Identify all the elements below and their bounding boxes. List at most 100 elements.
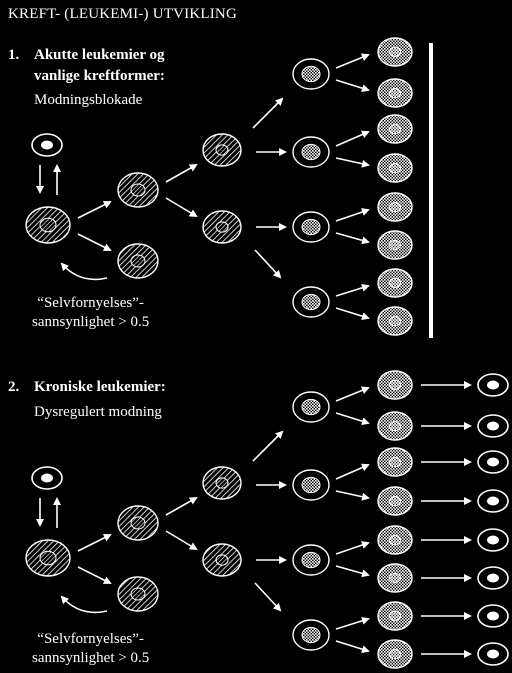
arrow-gen4-4 (335, 490, 370, 501)
panel-2-heading-line1: Kroniske leukemier: (34, 379, 166, 395)
arrow-gen1-bottom (77, 566, 112, 584)
cell-gen2-b-nucleus (215, 554, 229, 566)
arrow-gen4-5 (335, 208, 370, 222)
cell-gen4-2-nucleus (389, 420, 401, 432)
mature-cell-8-nucleus (487, 649, 499, 659)
diagram-title: KREFT- (LEUKEMI-) UTVIKLING (8, 6, 237, 22)
arrow-gen1-top (77, 201, 112, 219)
mature-cell-3-nucleus (487, 457, 499, 467)
cell-gen4-3-nucleus (389, 456, 401, 468)
cell-gen2-b (202, 543, 242, 577)
mature-cell-2-nucleus (487, 421, 499, 431)
blast-cell-2-nucleus (130, 254, 146, 268)
stem-cell-nucleus (41, 140, 53, 150)
cell-gen3-3-nucleus (301, 551, 321, 569)
mature-cell-5-nucleus (487, 535, 499, 545)
cell-gen2-a-nucleus (215, 477, 229, 489)
cell-gen3-2-nucleus (301, 476, 321, 494)
cell-gen4-8-nucleus (389, 315, 401, 327)
cell-gen3-1 (292, 58, 330, 90)
arrow-gen4-8 (335, 307, 370, 321)
arrow-gen1-bottom (77, 233, 112, 251)
cell-gen4-3 (377, 447, 413, 477)
cell-gen4-2-nucleus (389, 87, 401, 99)
cell-gen4-4-nucleus (389, 495, 401, 507)
cell-gen4-5-nucleus (389, 534, 401, 546)
panel-1-note: “Selvfornyelses”- sannsynlighet > 0.5 (32, 294, 149, 332)
panel-1-diagram (25, 37, 413, 336)
cell-gen3-1-nucleus (301, 65, 321, 83)
cell-gen4-7 (377, 601, 413, 631)
cell-gen2-a (202, 133, 242, 167)
cell-gen4-6-nucleus (389, 572, 401, 584)
cell-gen4-3-nucleus (389, 123, 401, 135)
cell-gen4-6 (377, 230, 413, 260)
cell-gen3-2-nucleus (301, 143, 321, 161)
mature-cell-6-nucleus (487, 573, 499, 583)
stem-cell-nucleus (41, 473, 53, 483)
arrow-gen3-4 (254, 582, 282, 612)
arrow-gen2-top (165, 164, 198, 183)
arrow-gen4-5 (335, 541, 370, 555)
arrow-gen3-1 (252, 97, 284, 129)
cell-gen4-5 (377, 192, 413, 222)
cell-gen4-8-nucleus (389, 648, 401, 660)
progenitor-cell (25, 539, 71, 577)
cell-gen3-2 (292, 469, 330, 501)
cell-gen3-3-nucleus (301, 218, 321, 236)
blast-cell-1-nucleus (130, 516, 146, 530)
panel-1-note-line1: “Selvfornyelses”- (37, 295, 144, 311)
cell-gen4-8 (377, 306, 413, 336)
cell-gen3-1 (292, 391, 330, 423)
blast-cell-2 (117, 243, 159, 279)
cell-gen4-8 (377, 639, 413, 669)
cell-gen3-4 (292, 619, 330, 651)
cell-gen4-1 (377, 37, 413, 67)
cell-gen4-2 (377, 78, 413, 108)
mature-cell-4 (477, 489, 509, 513)
arrow-gen2-bottom (165, 530, 198, 551)
arrow-gen4-7 (335, 616, 370, 630)
mature-cell-2 (477, 414, 509, 438)
cell-gen4-6 (377, 563, 413, 593)
panel-1-number: 1. (8, 47, 20, 63)
cell-gen4-4-nucleus (389, 162, 401, 174)
cell-gen4-1-nucleus (389, 379, 401, 391)
mature-cell-7 (477, 604, 509, 628)
arrow-gen4-2 (335, 79, 370, 93)
cell-gen4-7-nucleus (389, 277, 401, 289)
cell-gen4-2 (377, 411, 413, 441)
panel-2-note-line1: “Selvfornyelses”- (37, 631, 144, 647)
cell-gen4-3 (377, 114, 413, 144)
cell-gen4-4 (377, 486, 413, 516)
panel-2-note: “Selvfornyelses”- sannsynlighet > 0.5 (32, 630, 149, 668)
cell-gen4-1-nucleus (389, 46, 401, 58)
cell-gen3-1-nucleus (301, 398, 321, 416)
mature-cell-8 (477, 642, 509, 666)
arrow-gen1-top (77, 534, 112, 552)
cell-gen4-6-nucleus (389, 239, 401, 251)
blast-cell-1 (117, 505, 159, 541)
mature-cell-1 (477, 373, 509, 397)
arrow-gen3-1 (252, 430, 284, 462)
arrow-gen4-6 (335, 565, 370, 578)
cell-gen4-7-nucleus (389, 610, 401, 622)
blast-cell-2 (117, 576, 159, 612)
arrow-gen2-bottom (165, 197, 198, 218)
arrow-gen4-3 (335, 463, 370, 480)
cell-gen3-3 (292, 211, 330, 243)
cell-gen3-4-nucleus (301, 293, 321, 311)
mature-cell-7-nucleus (487, 611, 499, 621)
cell-gen4-7 (377, 268, 413, 298)
panel-2-number: 2. (8, 379, 20, 395)
cell-gen2-b (202, 210, 242, 244)
arrow-gen4-6 (335, 232, 370, 245)
arrow-gen4-7 (335, 283, 370, 297)
progenitor-cell-nucleus (39, 550, 57, 566)
cell-gen2-a-nucleus (215, 144, 229, 156)
cell-gen4-5-nucleus (389, 201, 401, 213)
blast-cell-1 (117, 172, 159, 208)
arrow-gen4-1 (335, 53, 370, 69)
panel-1-heading-line1: Akutte leukemier og (34, 47, 165, 63)
